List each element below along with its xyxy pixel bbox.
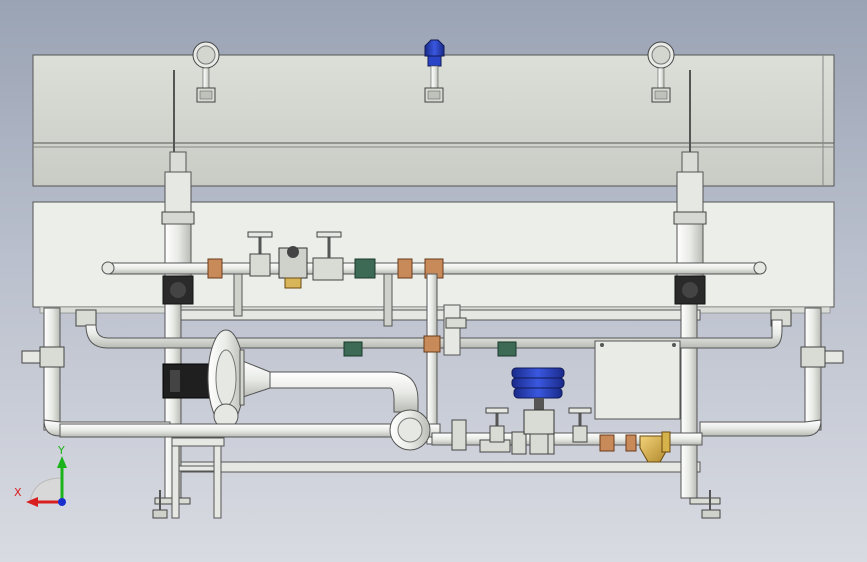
y-axis-label: Y — [57, 444, 65, 457]
blower-outlet-pipe — [269, 371, 419, 413]
coordinate-triad: Y X — [14, 444, 67, 507]
air-vent — [424, 39, 445, 103]
x-axis-label: X — [14, 486, 22, 499]
manifold-brackets — [233, 273, 393, 327]
pressure-gauge-left — [192, 41, 220, 103]
pressure-reducing-valve — [278, 246, 308, 289]
control-box — [594, 340, 681, 420]
motor-stand — [171, 437, 225, 519]
centre-drop-pipe — [423, 273, 467, 445]
blower-motor — [162, 329, 271, 429]
gate-valve-2 — [568, 407, 592, 443]
y-strainer — [639, 431, 671, 463]
pressure-gauge-right — [647, 41, 675, 103]
gate-valve-1 — [485, 407, 509, 443]
control-valve — [511, 367, 565, 455]
z-axis-dot — [58, 498, 66, 506]
manifold-valve-1 — [247, 231, 273, 277]
manifold-valve-2 — [316, 231, 342, 258]
